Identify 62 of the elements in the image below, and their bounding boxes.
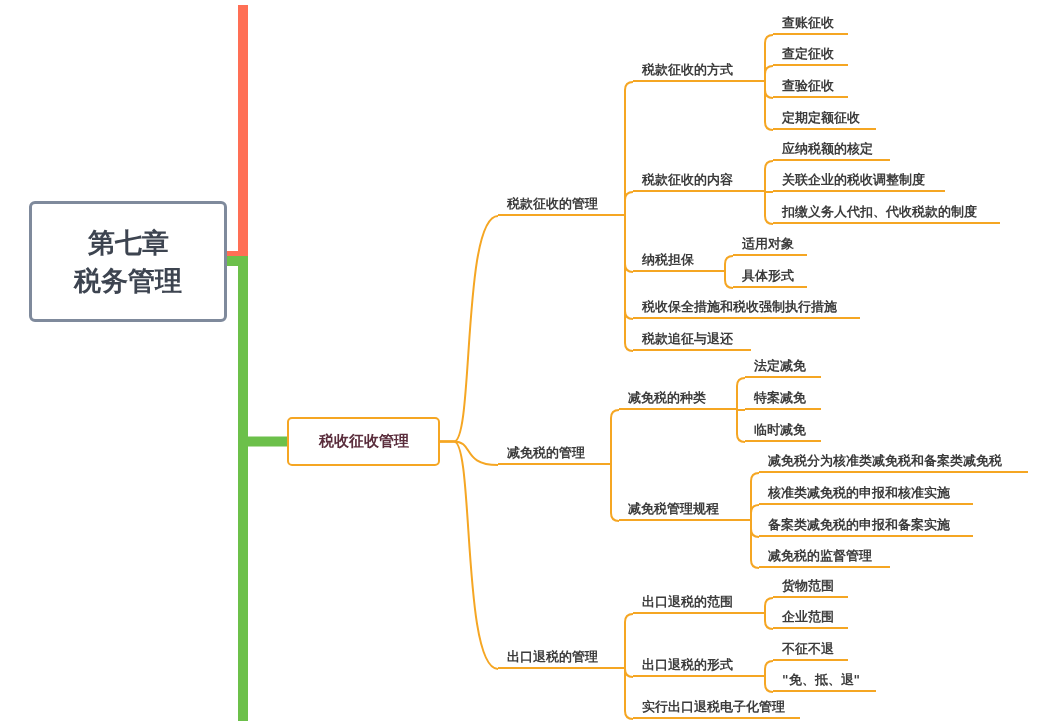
subtopic-label: 税款征收的方式 [633, 60, 765, 82]
subtopic-label: 税款征收的内容 [633, 170, 765, 192]
branch-line [724, 271, 734, 289]
subtopic-label: 扣缴义务人代扣、代收税款的制度 [773, 202, 1000, 224]
branch-line [764, 81, 774, 131]
subtopic-label: 税款追征与退还 [633, 329, 751, 351]
subtopic-label: 临时减免 [745, 420, 821, 442]
subtopic-label: 出口退税的管理 [498, 647, 625, 669]
branch-line [610, 409, 620, 466]
subtopic-label: 减免税管理规程 [619, 499, 751, 521]
subtopic-label: 货物范围 [773, 576, 848, 598]
main-topic-box [287, 417, 440, 466]
branch-line [624, 613, 634, 670]
branch-line [764, 191, 774, 193]
subtopic-label: 出口退税的形式 [633, 655, 765, 677]
branch-line [750, 504, 760, 522]
subtopic-label: 应纳税额的核定 [773, 139, 890, 161]
subtopic-label: 定期定额征收 [773, 108, 876, 130]
branch-line [736, 377, 746, 411]
branch-line [764, 191, 774, 225]
subtopic-label: 实行出口退税电子化管理 [633, 697, 800, 719]
branch-line [724, 255, 734, 273]
subtopic-label: 税款征收的管理 [498, 194, 625, 216]
subtopic-label: 查定征收 [773, 44, 848, 66]
subtopic-label: 备案类减免税的申报和备案实施 [759, 515, 973, 537]
subtopic-label: 减免税的种类 [619, 388, 737, 410]
branch-trunk-line [227, 256, 248, 721]
subtopic-label: 特案减免 [745, 388, 821, 410]
branch-line [764, 597, 774, 615]
branch-line [764, 676, 774, 693]
subtopic-label: 减免税的监督管理 [759, 546, 890, 568]
subtopic-label: "免、抵、退" [773, 670, 876, 692]
topic-label: 税收征收管理 [318, 432, 409, 451]
topic-title: 第七章 [87, 225, 169, 260]
subtopic-label: 关联企业的税收调整制度 [773, 170, 945, 192]
subtopic-label: 减免税分为核准类减免税和备案类减免税 [759, 451, 1028, 473]
branch-line [624, 668, 634, 720]
branch-line [764, 160, 774, 193]
branch-line [764, 65, 774, 83]
subtopic-label: 核准类减免税的申报和核准实施 [759, 483, 973, 505]
subtopic-label: 法定减免 [745, 356, 821, 378]
branch-line [439, 440, 499, 670]
subtopic-label: 查账征收 [773, 13, 848, 35]
branch-line [624, 191, 634, 217]
subtopic-label: 不征不退 [773, 639, 848, 661]
central-topic-box [29, 201, 227, 322]
branch-line [736, 409, 746, 411]
topic-title: 税务管理 [74, 263, 182, 298]
subtopic-label: 出口退税的范围 [633, 592, 765, 614]
subtopic-label: 具体形式 [733, 266, 807, 288]
branch-line [624, 215, 634, 352]
branch-line [750, 520, 760, 569]
branch-line [764, 613, 774, 630]
subtopic-label: 适用对象 [733, 234, 807, 256]
branch-line [764, 660, 774, 678]
branch-line [610, 464, 620, 522]
subtopic-label: 税收保全措施和税收强制执行措施 [633, 297, 860, 319]
subtopic-label: 企业范围 [773, 607, 848, 629]
subtopic-label: 纳税担保 [633, 250, 725, 272]
subtopic-label: 查验征收 [773, 76, 848, 98]
subtopic-label: 减免税的管理 [498, 443, 611, 465]
branch-line [736, 409, 746, 443]
